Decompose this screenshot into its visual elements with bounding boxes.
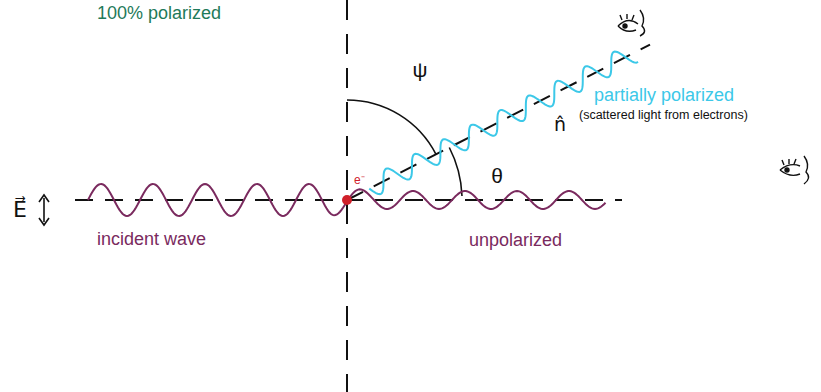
scatter-direction-line (347, 45, 650, 200)
scattered-wave (369, 52, 638, 195)
polarization-label: 100% polarized (95, 4, 223, 24)
psi-arc (347, 100, 436, 154)
wave-label: incident wave (95, 230, 208, 250)
unit-vector-label: n̂ (552, 114, 568, 135)
angle-symbol: θ (489, 164, 505, 187)
observer-eye (618, 10, 645, 36)
polarization-label: partially polarized (592, 86, 736, 106)
electron-label: e⁻ (352, 174, 367, 187)
electron-dot (342, 195, 352, 205)
wave-group (88, 52, 638, 216)
angle-symbol: ψ (411, 58, 430, 81)
observer-eye (780, 156, 809, 184)
theta-arc (449, 148, 462, 197)
polarization-arrow (39, 195, 49, 225)
field-symbol: E⃗ (11, 198, 29, 222)
polarization-label: unpolarized (467, 231, 564, 251)
note-label: (scattered light from electrons) (577, 109, 750, 123)
incident-wave (88, 184, 606, 216)
